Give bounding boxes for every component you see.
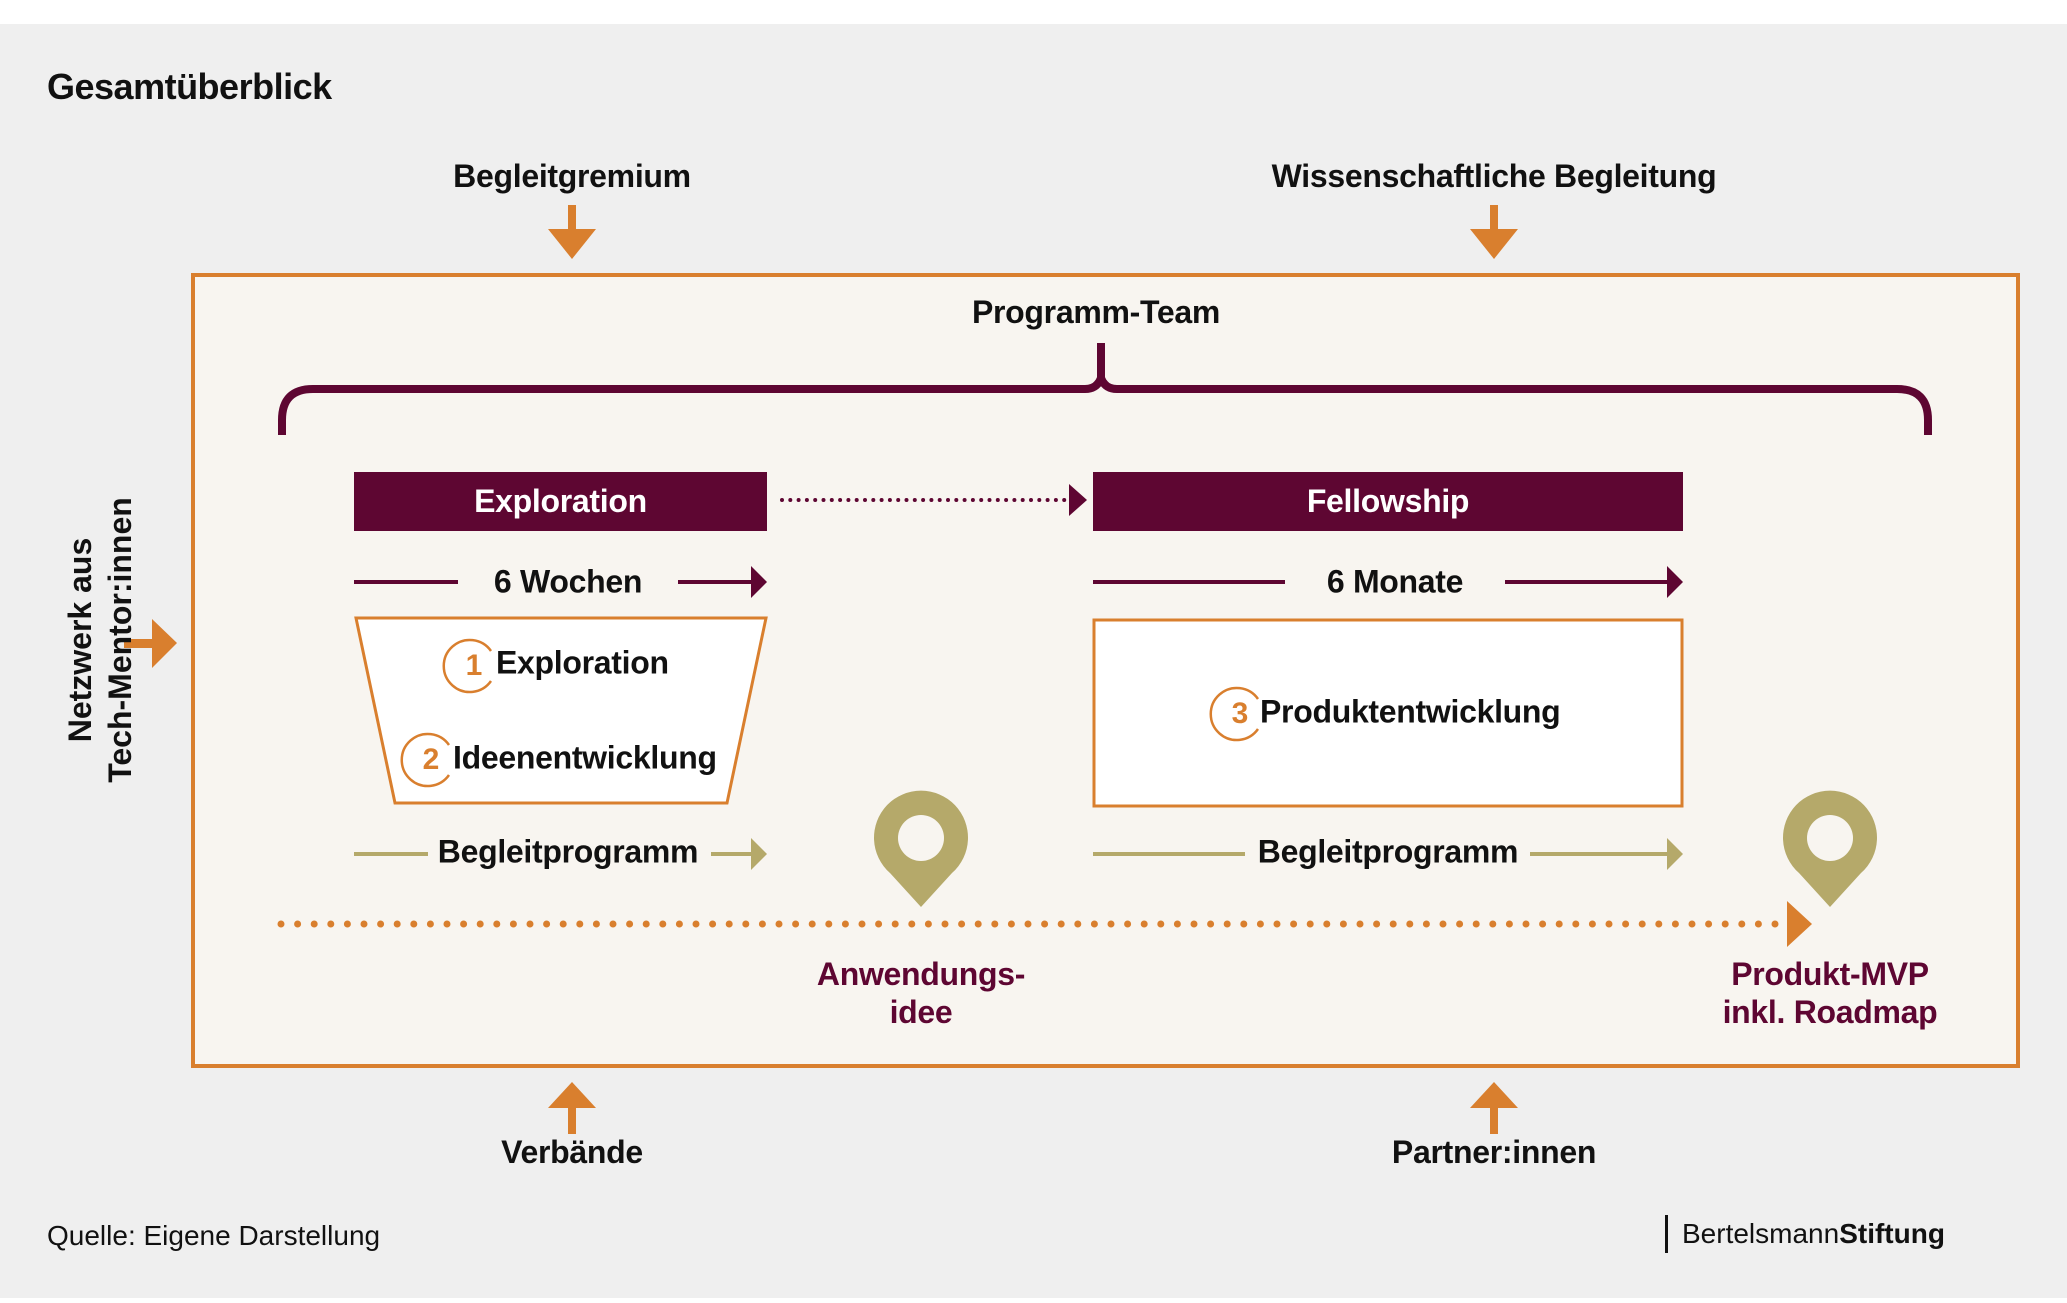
- arrow-icon: [548, 1082, 596, 1134]
- map-pin-icon: [873, 790, 968, 907]
- step-number: 1: [465, 649, 483, 682]
- phase-title: Exploration: [474, 483, 647, 519]
- milestone-anwendungsidee: Anwendungs- idee: [816, 955, 1026, 1031]
- milestone-line: Produkt-MVP: [1731, 956, 1929, 992]
- milestone-line: Anwendungs-: [816, 956, 1026, 992]
- phase-bar-exploration: Exploration: [354, 472, 767, 531]
- vertical-label-line: Netzwerk aus: [62, 537, 98, 743]
- support-arrowhead: [751, 838, 767, 870]
- arrow-icon: [1470, 1082, 1518, 1134]
- step-number-circle-3: [1209, 686, 1260, 742]
- step-number-circle-1: [442, 638, 493, 694]
- milestone-produkt-mvp: Produkt-MVP inkl. Roadmap: [1723, 955, 1938, 1031]
- logo-text-bold: Stiftung: [1839, 1218, 1945, 1249]
- step-label-produktentwicklung: Produktentwicklung: [1260, 693, 1561, 730]
- support-arrowhead: [1667, 838, 1683, 870]
- milestone-line: idee: [889, 994, 953, 1030]
- support-label-exploration: Begleitprogramm: [437, 833, 699, 870]
- logo-text-light: Bertelsmann: [1682, 1218, 1840, 1249]
- step-number: 2: [422, 743, 440, 776]
- step-label-exploration: Exploration: [496, 644, 669, 681]
- program-team-label: Programm-Team: [971, 294, 1221, 330]
- support-label-fellowship: Begleitprogramm: [1257, 833, 1519, 870]
- step-label-ideenentwicklung: Ideenentwicklung: [453, 739, 717, 776]
- map-pin-icon: [1783, 790, 1878, 907]
- program-team-brace: [278, 343, 1932, 435]
- step-number-circle-2: [400, 732, 451, 788]
- input-label-begleitgremium: Begleitgremium: [453, 158, 691, 194]
- duration-exploration: 6 Wochen: [493, 563, 643, 600]
- input-label-tech-mentoren: Netzwerk aus Tech-Mentor:innen: [60, 497, 140, 783]
- phase-connector-arrowhead: [1069, 484, 1087, 516]
- step-number: 3: [1231, 697, 1249, 730]
- page-title: Gesamtüberblick: [47, 66, 332, 107]
- duration-arrowhead: [1667, 566, 1683, 598]
- vertical-label-line: Tech-Mentor:innen: [102, 497, 138, 783]
- arrow-icon: [548, 205, 596, 259]
- input-label-verbaende: Verbände: [501, 1134, 643, 1170]
- duration-arrowhead: [751, 566, 767, 598]
- timeline-arrowhead: [1787, 901, 1812, 947]
- arrow-icon: [1470, 205, 1518, 259]
- phase-title: Fellowship: [1306, 483, 1470, 519]
- exploration-steps-funnel: [354, 616, 768, 805]
- duration-fellowship: 6 Monate: [1326, 563, 1464, 600]
- arrow-icon: [124, 619, 177, 668]
- source-note: Quelle: Eigene Darstellung: [47, 1220, 381, 1251]
- phase-bar-fellowship: Fellowship: [1093, 472, 1683, 531]
- milestone-line: inkl. Roadmap: [1722, 994, 1938, 1030]
- input-label-partnerinnen: Partner:innen: [1391, 1134, 1597, 1170]
- fellowship-steps-box: [1092, 618, 1684, 808]
- input-label-wissenschaftliche-begleitung: Wissenschaftliche Begleitung: [1271, 158, 1717, 194]
